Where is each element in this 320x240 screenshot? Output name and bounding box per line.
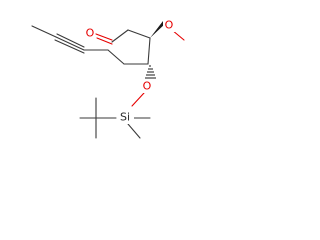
aldehyde-group [95, 29, 151, 45]
bond-o-si [131, 92, 145, 107]
bond-si-methyl-a [127, 123, 141, 139]
carbonyl-double-bond-a [95, 33, 113, 41]
silyl-ether-oxygen-label: O [143, 80, 152, 93]
triple-bond-b [56, 33, 85, 48]
label-bg-si [117, 111, 134, 124]
triple-bond-a [55, 36, 85, 51]
alkyne-chain [31, 25, 149, 65]
atom-labels: O O O Si [84, 19, 175, 124]
bond-c5-c6 [107, 49, 125, 65]
wedge-bond-methoxy [150, 21, 166, 38]
methoxy-oxygen-label: O [165, 19, 174, 32]
aldehyde-oxygen-label: O [86, 27, 95, 40]
molecule-structure: O O O Si [31, 19, 185, 139]
bond-c1-c2 [111, 29, 129, 43]
bond-c8-c9 [31, 25, 57, 38]
triple-bond-c [54, 39, 85, 54]
bond-c3-c4 [147, 37, 151, 65]
carbonyl-double-bond-b [96, 37, 113, 45]
silicon-label: Si [120, 111, 130, 124]
bond-c2-c3 [127, 29, 151, 39]
label-bg-methoxy-o [163, 19, 175, 32]
label-bg-aldehyde-o [84, 27, 95, 40]
silyl-ether-group [79, 65, 156, 139]
label-bg-silyl-o [141, 80, 153, 93]
